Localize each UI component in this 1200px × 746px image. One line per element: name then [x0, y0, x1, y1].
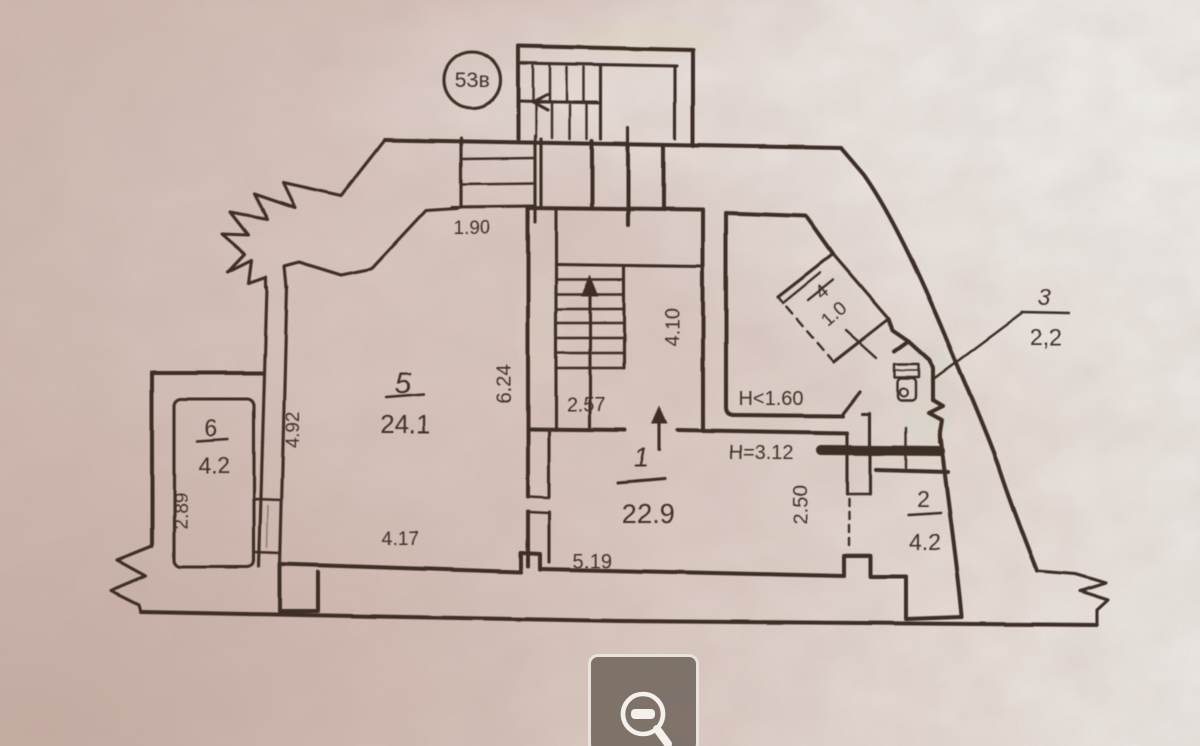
- entrance-arrowhead: [651, 406, 667, 424]
- dim-room5-west: 4.92: [283, 412, 304, 449]
- break-symbol-left: [109, 544, 154, 614]
- under-stair-closet: [724, 211, 872, 418]
- dim-room6-west: 2.89: [171, 493, 192, 530]
- dim-stair-landing: 2.57: [567, 394, 606, 416]
- room4-walls: [776, 252, 891, 364]
- dim-room1-south: 5.19: [573, 551, 612, 573]
- dim-room5-south: 4.17: [382, 529, 419, 550]
- height-main: Н=3.12: [728, 442, 793, 464]
- interior-staircase: [526, 139, 705, 568]
- south-inner-walls: [278, 551, 964, 621]
- dim-stair-west: 6.24: [494, 365, 516, 404]
- toilet-icon: [893, 362, 921, 402]
- zoom-out-button[interactable]: [588, 654, 699, 746]
- room3-number: 3: [1038, 284, 1051, 310]
- door-leaf-mark: [266, 504, 269, 549]
- room3-niche: [887, 317, 945, 444]
- room2-number: 2: [917, 486, 930, 512]
- dim-entry-steps: 1.90: [454, 218, 491, 239]
- height-under-stairs: Н<1.60: [738, 388, 803, 410]
- room5-number: 5: [395, 367, 412, 400]
- room3-leader: [930, 310, 1071, 382]
- ink-layer-walls: [109, 44, 1110, 627]
- outer-south-wall: [139, 610, 1099, 627]
- room3-area: 2,2: [1030, 324, 1062, 350]
- break-symbol-right: [1035, 569, 1110, 624]
- unit-badge: [442, 50, 502, 110]
- room5-area: 24.1: [380, 409, 431, 439]
- bay-break-outline: [220, 138, 459, 289]
- room6-walls: [150, 285, 289, 569]
- room2-walls: [816, 426, 964, 618]
- exterior-staircase: [516, 44, 695, 148]
- magnifier-minus-icon: [620, 691, 672, 746]
- unit-badge-label: 53в: [455, 69, 490, 92]
- outer-diagonal-wall: [839, 146, 1039, 573]
- stair-up-arrowhead: [581, 274, 599, 296]
- room1-number: 1: [633, 443, 648, 473]
- stair-arrow-left: [531, 92, 550, 112]
- room6-area: 4.2: [198, 452, 230, 478]
- dim-room1-east: 2.50: [790, 486, 812, 525]
- dim-stair-hall: 4.10: [662, 308, 684, 347]
- ink-layer-labels: 53в 5 24.1 6 4.2 1 22.9 2 4.2 3 2,2 4 1.…: [171, 69, 1062, 573]
- room1-area: 22.9: [622, 499, 675, 529]
- room6-number: 6: [204, 415, 217, 442]
- threshold-bar: [816, 445, 945, 456]
- room2-area: 4.2: [909, 529, 941, 555]
